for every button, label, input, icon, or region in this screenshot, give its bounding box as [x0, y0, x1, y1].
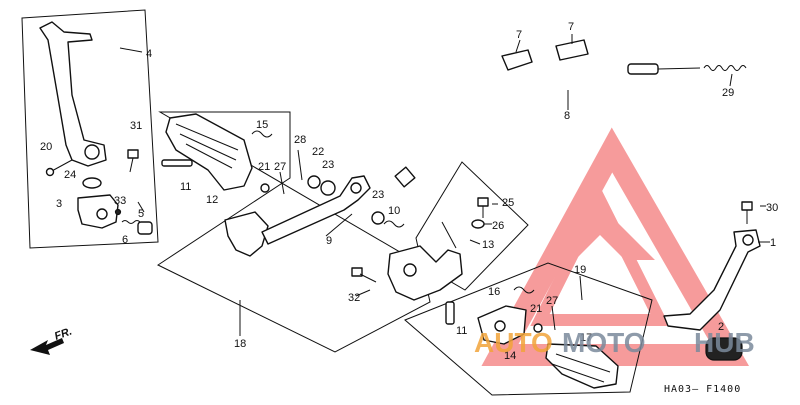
callout-21a: 21: [258, 161, 270, 173]
footpeg-bracket: [165, 113, 253, 191]
return-spring: [383, 220, 405, 228]
brake-assembly-frame: [156, 111, 529, 353]
svg-text:AUTO: AUTO: [474, 327, 553, 358]
callout-22: 22: [312, 146, 324, 158]
callout-26: 26: [492, 220, 504, 232]
callout-12: 12: [206, 194, 218, 206]
spring: [121, 220, 141, 224]
pillion-peg-spring: [513, 286, 535, 294]
callout-14: 14: [504, 350, 516, 362]
kickstarter-arm: [39, 21, 107, 167]
leader-lines: [119, 34, 770, 336]
cable-clamp: [501, 49, 533, 71]
callout-1: 1: [770, 237, 776, 249]
rear-brake-pedal: [224, 175, 371, 257]
callout-27a: 27: [274, 161, 286, 173]
callout-17: 17: [580, 332, 592, 344]
seal: [320, 180, 336, 196]
callout-24: 24: [64, 169, 76, 181]
callout-13: 13: [482, 239, 494, 251]
circlip: [82, 177, 102, 189]
callout-18: 18: [234, 338, 246, 350]
pillion-footpeg: [545, 343, 619, 389]
bolt: [45, 159, 73, 177]
cotter-pin: [297, 149, 303, 181]
callout-9: 9: [326, 235, 332, 247]
seal: [371, 211, 385, 225]
cable-clamp: [555, 39, 589, 61]
bolt: [127, 149, 139, 173]
callout-10: 10: [388, 205, 400, 217]
cotter-pin: [279, 171, 285, 195]
callout-25: 25: [502, 197, 514, 209]
callout-11a: 11: [180, 181, 191, 193]
watermark-text: AUTO MOTO HUB: [474, 327, 755, 358]
ball: [114, 208, 122, 216]
callout-3: 3: [56, 198, 62, 210]
callout-30: 30: [766, 202, 778, 214]
callout-4: 4: [146, 48, 152, 60]
callout-32: 32: [348, 292, 360, 304]
washer: [260, 183, 270, 193]
diagram-code: HA03— F1400: [664, 384, 741, 395]
callout-7b: 7: [568, 21, 574, 33]
callout-15: 15: [256, 119, 268, 131]
washer: [533, 323, 543, 333]
watermark-logo: [481, 127, 750, 366]
svg-text:FR.: FR.: [53, 325, 74, 342]
footpeg-spring: [251, 130, 273, 138]
callout-2: 2: [718, 321, 724, 333]
callout-19: 19: [574, 264, 586, 276]
kickstarter-boss: [77, 194, 119, 229]
cotter-pin: [551, 305, 556, 331]
bolt: [741, 201, 753, 224]
cap: [137, 221, 153, 235]
callout-27b: 27: [546, 295, 558, 307]
cable-spring: [703, 65, 747, 71]
rear-brake-cable: [394, 63, 701, 188]
callout-5: 5: [138, 208, 144, 220]
pin: [161, 159, 193, 167]
pedal-bracket: [387, 221, 463, 301]
front-direction-arrow: FR.: [30, 325, 74, 355]
callout-7a: 7: [516, 29, 522, 41]
callout-11b: 11: [456, 325, 467, 337]
callout-28: 28: [294, 134, 306, 146]
gearshift-pedal: [663, 229, 761, 331]
pillion-group-frame: [404, 262, 653, 396]
callout-31: 31: [130, 120, 142, 132]
svg-text:MOTO: MOTO: [562, 327, 645, 358]
callout-8: 8: [564, 110, 570, 122]
callout-29: 29: [722, 87, 734, 99]
callout-33: 33: [114, 195, 126, 207]
bolt: [477, 197, 489, 218]
callout-6: 6: [122, 234, 128, 246]
shift-pedal-rubber: [705, 337, 743, 361]
callout-23b: 23: [372, 189, 384, 201]
pillion-peg-bracket: [477, 305, 527, 345]
bolt: [351, 267, 377, 283]
callout-20: 20: [40, 141, 52, 153]
svg-text:HUB: HUB: [694, 327, 755, 358]
callout-16: 16: [488, 286, 500, 298]
callout-23a: 23: [322, 159, 334, 171]
pin: [445, 301, 455, 325]
callout-21b: 21: [530, 303, 542, 315]
washer: [471, 219, 485, 229]
washer: [307, 175, 321, 189]
kickstarter-group-frame: [21, 9, 159, 249]
